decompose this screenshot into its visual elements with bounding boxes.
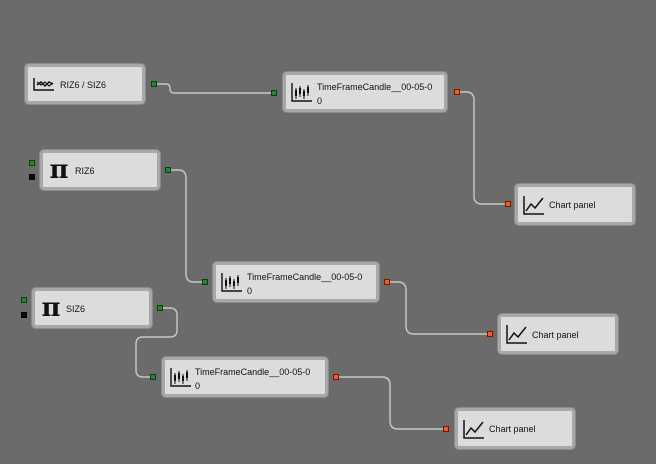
candle-node-2[interactable]: TimeFrameCandle__00-05-0 0 bbox=[213, 262, 379, 302]
candles-icon bbox=[169, 365, 193, 389]
node-label: RIZ6 / SIZ6 bbox=[60, 80, 107, 90]
pi-icon: π bbox=[49, 155, 69, 185]
security-node-riz6[interactable]: π RIZ6 bbox=[40, 150, 160, 190]
input-port[interactable] bbox=[21, 297, 27, 303]
wire-candle-1-to-chart-1 bbox=[459, 91, 506, 205]
input-port[interactable] bbox=[443, 426, 449, 432]
security-pair-icon bbox=[32, 72, 56, 96]
node-label: SIZ6 bbox=[66, 304, 86, 314]
node-label: TimeFrameCandle__00-05-0 bbox=[195, 367, 311, 377]
candles-icon bbox=[220, 270, 244, 294]
output-port[interactable] bbox=[454, 89, 460, 95]
output-port[interactable] bbox=[384, 279, 390, 285]
node-label: TimeFrameCandle__00-05-0 bbox=[247, 272, 363, 282]
node-label: Chart panel bbox=[532, 330, 579, 340]
input-port[interactable] bbox=[487, 331, 493, 337]
output-port[interactable] bbox=[151, 81, 157, 87]
pi-icon: π bbox=[41, 293, 61, 323]
node-value: 0 bbox=[317, 96, 323, 106]
candle-node-3[interactable]: TimeFrameCandle__00-05-0 0 bbox=[162, 357, 328, 397]
line-chart-icon bbox=[505, 322, 529, 346]
output-port[interactable] bbox=[333, 374, 339, 380]
input-port[interactable] bbox=[150, 374, 156, 380]
node-label: Chart panel bbox=[549, 200, 596, 210]
wire-candle-2-to-chart-2 bbox=[390, 281, 488, 335]
input-port[interactable] bbox=[202, 279, 208, 285]
wire-pair-to-candle-1 bbox=[157, 83, 273, 94]
wire-siz6-to-candle-3 bbox=[135, 307, 178, 378]
input-port[interactable] bbox=[29, 174, 35, 180]
node-value: 0 bbox=[247, 286, 253, 296]
line-chart-icon bbox=[462, 417, 486, 441]
wire-riz6-to-candle-2 bbox=[171, 169, 204, 283]
chart-panel-node-1[interactable]: Chart panel bbox=[515, 184, 635, 225]
node-label: TimeFrameCandle__00-05-0 bbox=[317, 82, 433, 92]
node-label: Chart panel bbox=[489, 424, 536, 434]
input-port[interactable] bbox=[21, 312, 27, 318]
input-port[interactable] bbox=[505, 201, 511, 207]
security-pair-node[interactable]: RIZ6 / SIZ6 bbox=[25, 64, 145, 104]
node-label: RIZ6 bbox=[75, 166, 95, 176]
input-port[interactable] bbox=[29, 160, 35, 166]
chart-panel-node-2[interactable]: Chart panel bbox=[498, 314, 618, 354]
line-chart-icon bbox=[522, 193, 546, 217]
chart-panel-node-3[interactable]: Chart panel bbox=[455, 408, 575, 449]
candle-node-1[interactable]: TimeFrameCandle__00-05-0 0 bbox=[283, 72, 447, 112]
node-value: 0 bbox=[195, 381, 201, 391]
wire-candle-3-to-chart-3 bbox=[339, 376, 445, 430]
output-port[interactable] bbox=[165, 167, 171, 173]
input-port[interactable] bbox=[271, 90, 277, 96]
security-node-siz6[interactable]: π SIZ6 bbox=[32, 288, 152, 328]
output-port[interactable] bbox=[157, 305, 163, 311]
candles-icon bbox=[290, 80, 314, 104]
